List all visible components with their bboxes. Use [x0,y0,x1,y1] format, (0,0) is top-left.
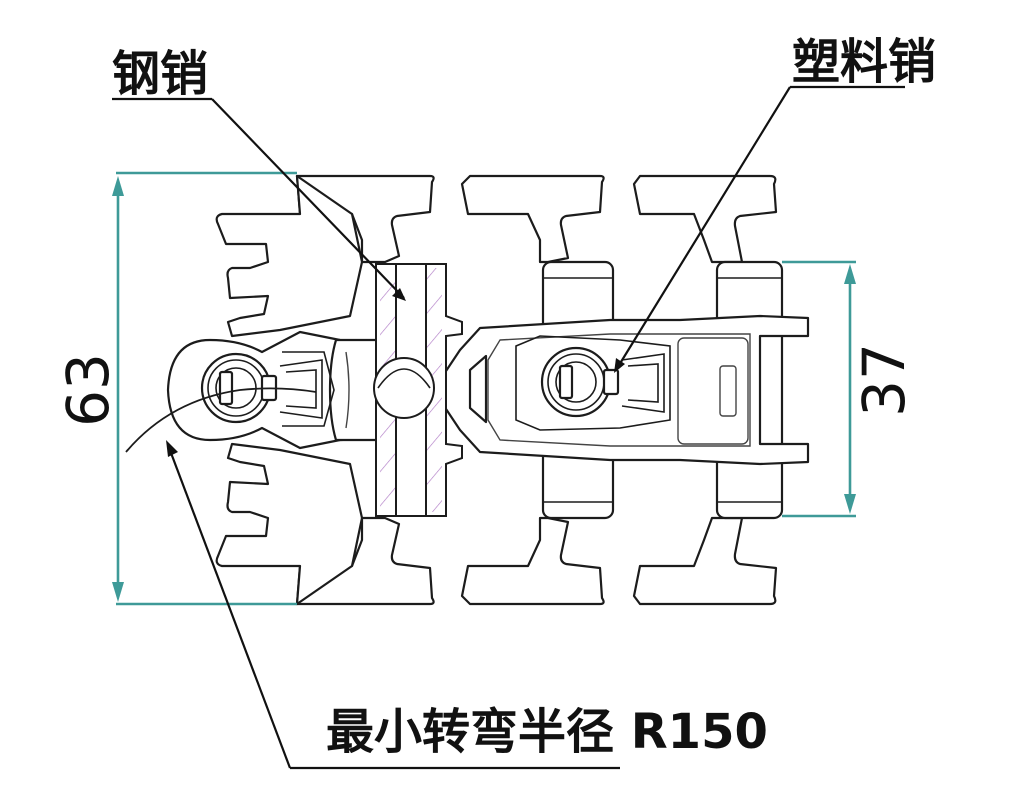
steel-pin [373,263,463,517]
top-link-teeth [215,174,778,338]
plastic-pin-leader [614,85,905,373]
dimension-37-value: 37 [850,343,918,417]
plastic-pin-assembly [468,335,671,431]
radius-leader [125,387,620,770]
bottom-link-teeth [215,442,778,606]
dimension-37: 37 [782,260,918,518]
plastic-pin-label: 塑料销 [792,34,936,90]
dimension-63: 63 [54,171,297,606]
dimension-63-value: 63 [54,353,122,427]
min-turn-radius-label: 最小转弯半径 R150 [326,704,768,760]
steel-pin-leader [112,97,406,301]
steel-pin-label: 钢销 [112,46,208,102]
